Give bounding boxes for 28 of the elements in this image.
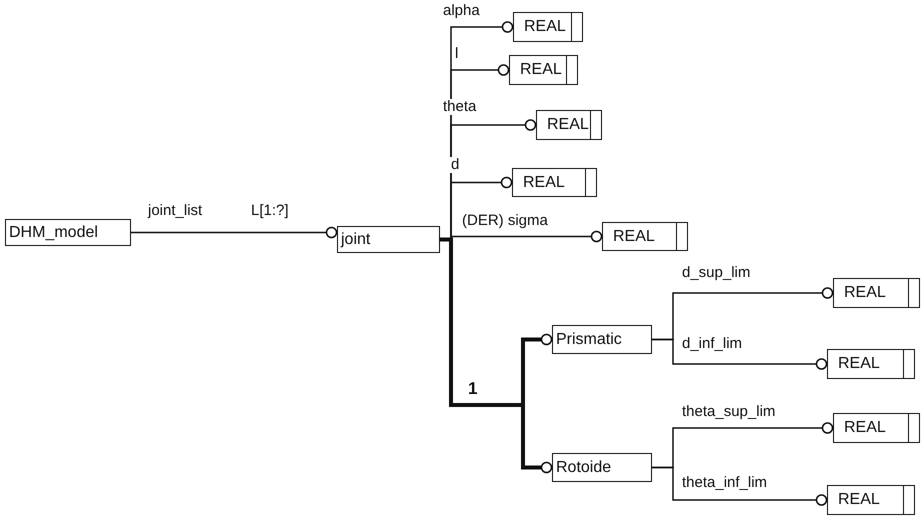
edge-label: theta <box>442 99 478 115</box>
simple-type-box: REAL <box>536 110 602 140</box>
edge-label: alpha <box>442 3 481 19</box>
relationship-line <box>131 226 338 238</box>
subtype-line <box>440 238 552 474</box>
edge-label: theta_sup_lim <box>681 404 776 420</box>
entity-box: DHM_model <box>5 219 131 246</box>
aggregation-label: L[1:?] <box>250 203 290 219</box>
simple-type-box: REAL <box>509 55 578 85</box>
edge-label: d_inf_lim <box>681 336 744 352</box>
relationship-line <box>652 466 828 506</box>
edge-label: joint_list <box>147 203 204 219</box>
entity-box: Rotoide <box>552 453 652 482</box>
simple-type-box: REAL <box>833 413 920 443</box>
edge-label: theta_inf_lim <box>681 475 768 491</box>
relationship-line <box>652 338 828 370</box>
edge-label: d_sup_lim <box>681 265 752 281</box>
edge-label: (DER) sigma <box>461 213 549 229</box>
simple-type-box: REAL <box>827 349 915 379</box>
simple-type-box: REAL <box>602 222 688 251</box>
simple-type-box: REAL <box>513 12 583 42</box>
simple-type-box: REAL <box>512 168 597 197</box>
simple-type-box: REAL <box>833 278 920 308</box>
cardinality-label: 1 <box>467 381 478 397</box>
entity-box: joint <box>337 226 440 253</box>
entity-box: Prismatic <box>552 325 652 354</box>
edge-label: d <box>450 157 460 173</box>
simple-type-box: REAL <box>827 485 915 515</box>
